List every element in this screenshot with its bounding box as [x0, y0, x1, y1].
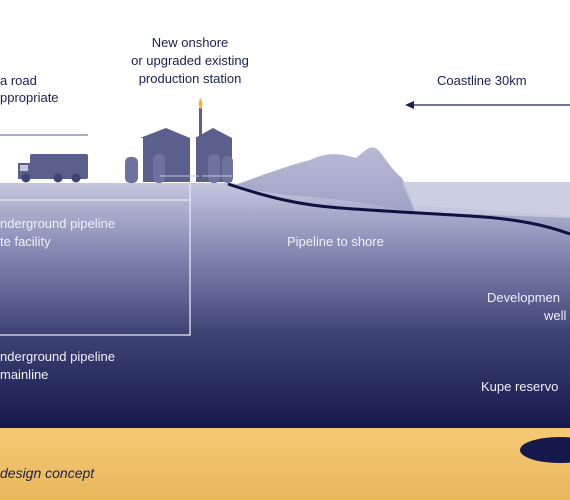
- station-label-line3: production station: [138, 71, 242, 86]
- underground-pipeline-route: [0, 199, 191, 336]
- seabed-layer: [0, 428, 570, 500]
- pipeline-a-label-line2: te facility: [0, 234, 51, 249]
- road-label-line2: ppropriate: [0, 90, 59, 105]
- development-label-line1: Developmen: [487, 290, 560, 305]
- flare-stack-icon: [198, 98, 203, 180]
- pipeline-b-label-line2: mainline: [0, 367, 49, 382]
- station-label-line2: or upgraded existing: [131, 53, 249, 68]
- road-label-line1: a road: [0, 73, 37, 88]
- pipeline-shore-label: Pipeline to shore: [287, 234, 384, 249]
- reservoir-label: Kupe reservo: [481, 379, 559, 394]
- sky: [0, 0, 570, 200]
- coastline-label: Coastline 30km: [437, 73, 527, 88]
- coastal-headland: [232, 147, 415, 214]
- reservoir-icon: [520, 437, 570, 463]
- diagram-caption: design concept: [0, 465, 95, 481]
- pipeline-a-label-line1: nderground pipeline: [0, 216, 115, 231]
- development-label-line2: well: [544, 308, 567, 323]
- sea-surface: [402, 182, 570, 218]
- pipeline-b-label-line1: nderground pipeline: [0, 349, 115, 364]
- pipeline-to-shore: [227, 182, 570, 236]
- station-label-line1: New onshore: [151, 35, 229, 50]
- ground-cross-section: [0, 183, 570, 430]
- truck-icon: [18, 154, 88, 183]
- double-arrow-icon: [405, 101, 570, 109]
